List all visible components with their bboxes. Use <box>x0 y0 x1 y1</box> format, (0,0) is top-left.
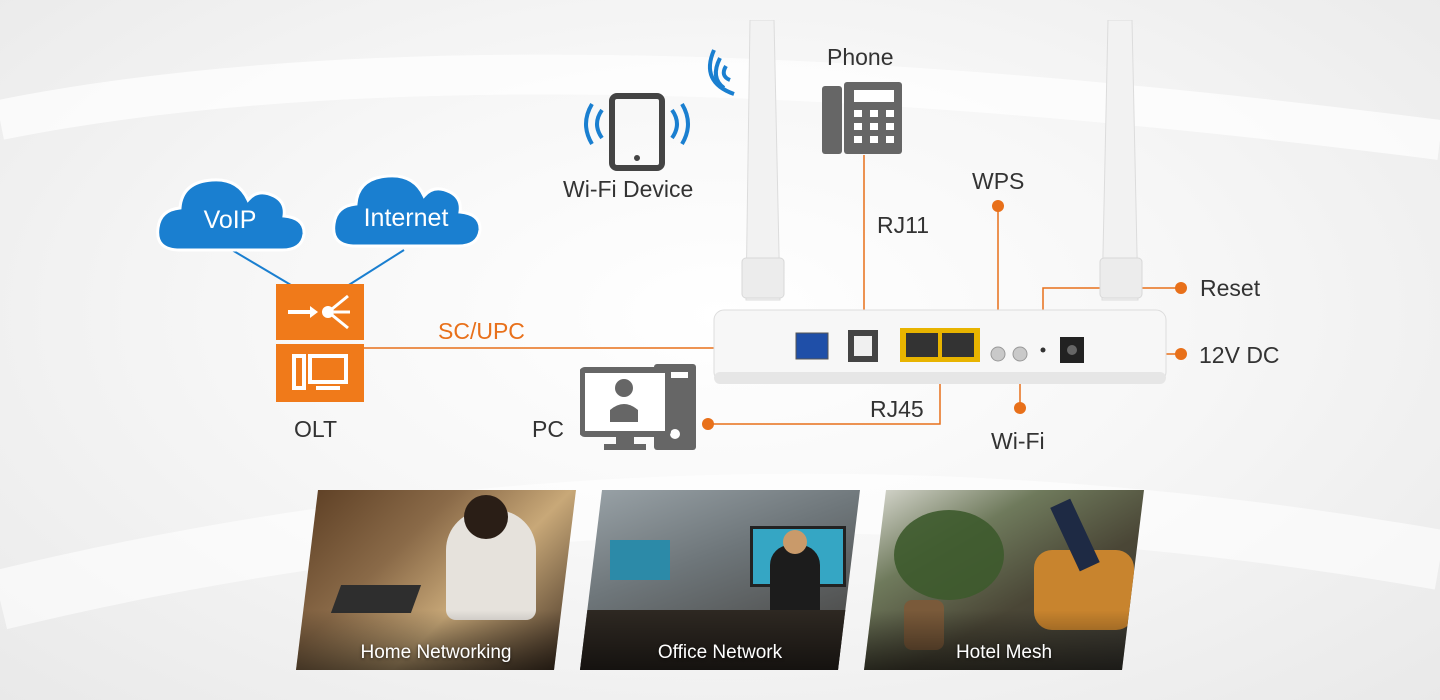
reset-label: Reset <box>1200 275 1261 301</box>
rj45-label: RJ45 <box>870 396 924 422</box>
internet-cloud-icon: Internet <box>332 174 482 248</box>
wps-label: WPS <box>972 168 1025 194</box>
rj11-label: RJ11 <box>877 212 929 238</box>
internet-label: Internet <box>364 204 449 232</box>
tablet-icon <box>584 93 690 171</box>
router-device <box>713 20 1167 384</box>
voip-cloud-icon: VoIP <box>156 178 306 252</box>
pc-icon <box>580 364 696 450</box>
pc-label: PC <box>532 416 564 442</box>
telephone-icon <box>822 82 902 154</box>
olt-label: OLT <box>294 416 338 442</box>
scenario-home-networking[interactable]: Home Networking <box>296 490 576 670</box>
wifi-signal-icon <box>708 49 735 96</box>
scenario-office-network[interactable]: Office Network <box>580 490 860 670</box>
scenario-hotel-mesh[interactable]: Hotel Mesh <box>864 490 1144 670</box>
scenario-caption-home: Home Networking <box>360 642 512 663</box>
dc-label: 12V DC <box>1199 342 1280 368</box>
wifi-device-label: Wi-Fi Device <box>563 176 694 202</box>
scenario-caption-hotel: Hotel Mesh <box>955 642 1053 663</box>
scenario-caption-office: Office Network <box>657 642 783 663</box>
voip-label: VoIP <box>204 206 257 234</box>
phone-label: Phone <box>827 44 894 70</box>
olt-icon <box>276 284 364 402</box>
wifi-label: Wi-Fi <box>991 428 1045 454</box>
sc-upc-label: SC/UPC <box>438 318 525 344</box>
